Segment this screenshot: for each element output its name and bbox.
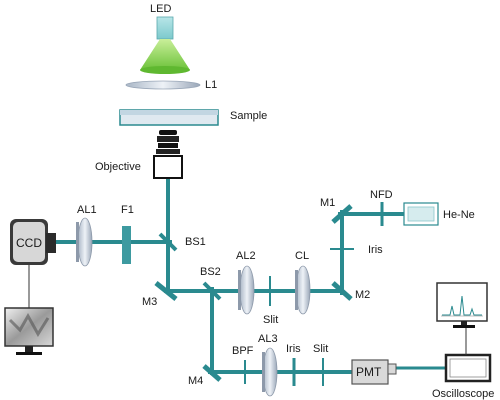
lens-al1 xyxy=(77,217,93,267)
objective-lens xyxy=(153,130,183,179)
label-m4: M4 xyxy=(188,375,203,387)
beamsplitter-bs2 xyxy=(202,281,222,301)
label-bs2: BS2 xyxy=(200,266,221,278)
beam-paths xyxy=(56,176,450,375)
label-slit-2: Slit xyxy=(313,343,328,355)
label-iris-2: Iris xyxy=(286,343,301,355)
label-objective: Objective xyxy=(95,161,141,173)
lens-cl-back xyxy=(295,270,298,310)
label-al3: AL3 xyxy=(258,333,278,345)
label-slit-1: Slit xyxy=(263,314,278,326)
label-cl: CL xyxy=(295,250,309,262)
label-al2: AL2 xyxy=(236,250,256,262)
label-bs1: BS1 xyxy=(185,236,206,248)
label-iris-1: Iris xyxy=(368,244,383,256)
lens-cl xyxy=(295,265,311,315)
mirror-m1 xyxy=(331,204,353,224)
mirror-m4 xyxy=(202,364,222,382)
beamsplitter-bs1 xyxy=(158,232,178,252)
label-pmt: PMT xyxy=(356,365,382,379)
hene-laser xyxy=(403,202,439,226)
ccd-camera xyxy=(10,219,56,265)
mirror-m2 xyxy=(331,281,353,301)
led-light-cone xyxy=(140,39,190,70)
scope-monitor xyxy=(436,282,488,328)
mirror-m3 xyxy=(154,281,178,301)
led-body xyxy=(156,16,174,40)
filter-f1 xyxy=(122,226,131,264)
label-led: LED xyxy=(150,3,171,15)
label-hene: He-Ne xyxy=(443,209,475,221)
lens-l1 xyxy=(125,80,201,90)
label-nfd: NFD xyxy=(370,189,393,201)
oscilloscope xyxy=(444,353,492,383)
lens-al3 xyxy=(262,347,278,397)
label-bpf: BPF xyxy=(232,345,254,357)
filter-al1-back xyxy=(76,222,79,262)
sample-slide xyxy=(119,109,219,126)
label-m2: M2 xyxy=(355,289,370,301)
led-light-base xyxy=(140,66,190,74)
lens-al2-back xyxy=(238,270,241,310)
label-f1: F1 xyxy=(121,204,134,216)
ccd-monitor xyxy=(4,307,54,355)
label-m1: M1 xyxy=(320,197,335,209)
label-al1: AL1 xyxy=(77,204,97,216)
label-m3: M3 xyxy=(142,296,157,308)
label-ccd: CCD xyxy=(16,236,42,250)
label-oscilloscope: Oscilloscope xyxy=(432,388,494,400)
led-source: LED xyxy=(140,3,190,74)
lens-al2 xyxy=(239,265,255,315)
lens-al3-back xyxy=(262,352,265,392)
pmt-detector xyxy=(351,359,397,385)
label-l1: L1 xyxy=(205,79,217,91)
label-sample: Sample xyxy=(230,110,267,122)
